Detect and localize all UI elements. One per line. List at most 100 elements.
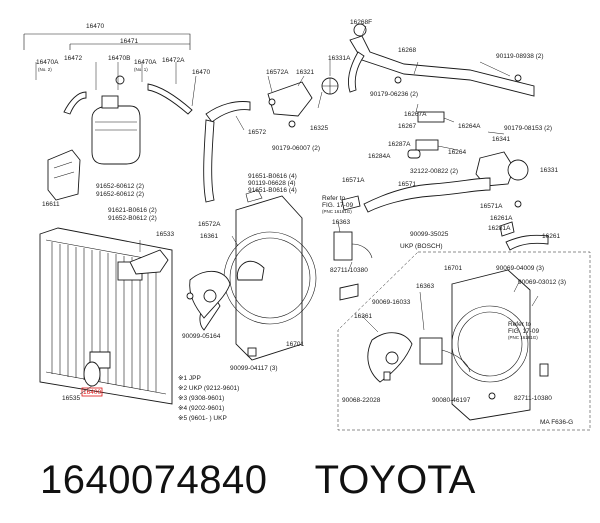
label-91621: 91621-B0616 (2) — [108, 207, 157, 214]
label-90069-16033: 90069-16033 — [372, 299, 411, 306]
fan-blade — [236, 260, 265, 281]
highlighted-part-box — [81, 387, 103, 397]
label-fig-1: FIG. 17-09 — [322, 202, 353, 209]
label-16268: 16268 — [398, 47, 416, 54]
label-16281A: 16281A — [488, 225, 511, 232]
label-16325: 16325 — [310, 125, 328, 132]
drain-plug — [83, 361, 101, 387]
water-pipe-group — [347, 23, 535, 208]
label-16701: 16701 — [286, 341, 304, 348]
label-91651-a: 91651-B0616 (4) — [248, 173, 297, 180]
label-91651-b: 91651-B0616 (4) — [248, 187, 297, 194]
label-16287A: 16287A — [388, 141, 411, 148]
bypass-hose — [417, 111, 445, 123]
label-16571: 16571 — [398, 181, 416, 188]
water-bypass-hose — [505, 234, 549, 251]
label-16400: 16400 — [83, 389, 101, 396]
reservoir-group — [23, 33, 197, 201]
label-16470A-2-sub: (No. 1) — [134, 67, 148, 72]
ukp-bosch-inset — [337, 251, 591, 431]
brand-name: TOYOTA — [314, 458, 476, 502]
label-16470A-sub: (No. 2) — [38, 67, 52, 72]
label-16363: 16363 — [332, 219, 350, 226]
radiator-fins — [51, 242, 157, 392]
water-outlet — [475, 151, 515, 187]
label-refer-to-1: Refer to — [322, 195, 346, 202]
label-16571A: 16571A — [342, 177, 365, 184]
label-16470A: 16470A — [36, 59, 59, 66]
part-number: 1640074840 — [40, 458, 268, 502]
label-90179-06236: 90179-06236 (2) — [370, 91, 418, 98]
label-16470: 16470 — [86, 23, 104, 30]
inset-fan-shroud — [451, 269, 531, 421]
label-32122: 32122-00822 (2) — [410, 168, 458, 175]
part-labels: 16470 16471 16470A (No. 2) 16472 16470B … — [36, 19, 573, 426]
lower-hose-group — [341, 177, 549, 251]
label-16268F: 16268F — [350, 19, 372, 26]
label-91652-b: 91652-60612 (2) — [96, 191, 144, 198]
label-16572: 16572 — [248, 129, 266, 136]
label-16470B: 16470B — [108, 55, 130, 62]
overflow-hose — [63, 91, 87, 115]
label-90099-05164: 90099-05164 — [182, 333, 221, 340]
label-16533: 16533 — [156, 231, 174, 238]
label-16331A: 16331A — [328, 55, 351, 62]
label-16701-b: 16701 — [444, 265, 462, 272]
label-16611: 16611 — [42, 201, 60, 208]
label-90069-04009: 90069-04009 (3) — [496, 265, 544, 272]
label-16341: 16341 — [492, 136, 510, 143]
note-4: ※4 (9202-9601) — [178, 405, 224, 412]
upper-tank-bracket — [129, 249, 169, 275]
part-caption: 1640074840 TOYOTA — [40, 450, 475, 510]
label-fig-1-sub: (PNC 16161G) — [322, 209, 352, 214]
label-16321: 16321 — [296, 69, 314, 76]
applicability-notes: ※1 JPP ※2 UKP (9212-9601) ※3 (9308-9601)… — [178, 375, 239, 422]
label-90068-22028: 90068-22028 — [342, 397, 381, 404]
label-90119-08938: 90119-08938 (2) — [496, 53, 544, 60]
label-16471: 16471 — [120, 38, 138, 45]
label-91652-c: 91652-B0612 (2) — [108, 215, 157, 222]
label-16264A: 16264A — [458, 123, 481, 130]
label-16572A: 16572A — [266, 69, 289, 76]
note-5: ※5 (9601- ) UKP — [178, 415, 227, 422]
label-82711-a: 82711-10380 — [330, 267, 368, 274]
label-16284A: 16284A — [368, 153, 391, 160]
reservoir-cap — [101, 95, 119, 109]
fan-shroud-group — [186, 189, 373, 361]
label-90179-08153: 90179-08153 (2) — [504, 125, 552, 132]
label-16571A-2: 16571A — [480, 203, 503, 210]
label-90069-03012: 90069-03012 (3) — [518, 279, 566, 286]
label-16472A: 16472A — [162, 57, 185, 64]
note-1: ※1 JPP — [178, 375, 201, 382]
note-2: ※2 UKP (9212-9601) — [178, 385, 239, 392]
reservoir-tank — [91, 105, 141, 165]
label-fig-2-sub: (PNC 16161G) — [508, 335, 538, 340]
label-fig-2: FIG. 17-09 — [508, 328, 539, 335]
label-16363-b: 16363 — [416, 283, 434, 290]
label-90099-04117: 90099-04117 (3) — [230, 365, 278, 372]
label-16261A: 16261A — [490, 215, 513, 222]
water-inlet-pipe — [349, 35, 535, 97]
reservoir-hose — [147, 83, 193, 115]
label-90119: 90119-06628 (4) — [248, 180, 296, 187]
label-16361-b: 16361 — [354, 313, 372, 320]
label-90099-35025: 90099-35025 — [410, 231, 449, 238]
label-16535: 16535 — [62, 395, 80, 402]
label-16572A-2: 16572A — [198, 221, 221, 228]
diagram-code: MA F636-G — [540, 419, 573, 426]
label-16261: 16261 — [542, 233, 560, 240]
label-refer-to-2: Refer to — [508, 321, 532, 328]
radiator-assembly — [39, 227, 173, 405]
label-16264: 16264 — [448, 149, 466, 156]
thermostat-group — [203, 60, 339, 203]
label-90179-06007: 90179-06007 (2) — [272, 145, 320, 152]
label-16470-right: 16470 — [192, 69, 210, 76]
upper-radiator-hose — [205, 101, 251, 123]
label-16331: 16331 — [540, 167, 558, 174]
label-16267: 16267 — [398, 123, 416, 130]
fan-motor — [333, 231, 353, 261]
thermostat-housing — [267, 81, 313, 117]
label-16472: 16472 — [64, 55, 82, 62]
hose-clamp — [115, 75, 125, 85]
